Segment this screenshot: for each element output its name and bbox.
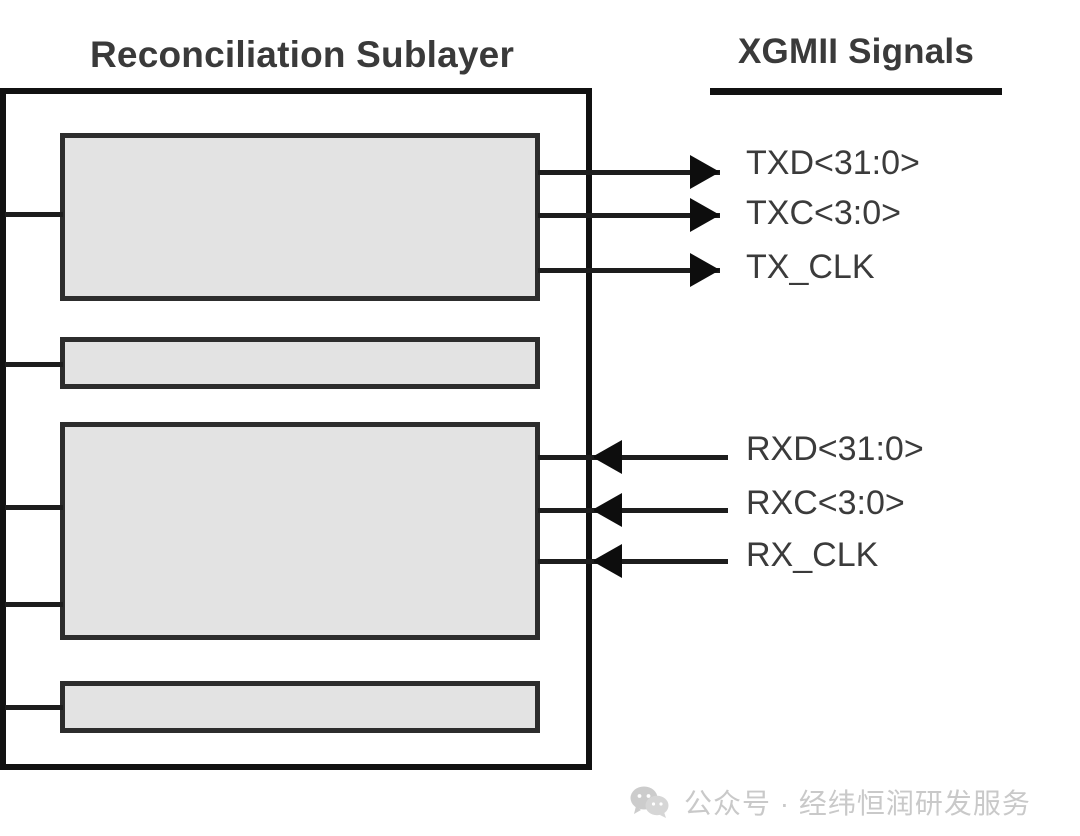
left-connector-bottom: [5, 705, 63, 710]
wechat-icon: [630, 786, 669, 818]
signal-label-txclk: TX_CLK: [746, 248, 875, 286]
reconciliation-sublayer-title: Reconciliation Sublayer: [90, 34, 515, 75]
rxc-line: [592, 508, 728, 513]
watermark: 公众号 · 经纬恒润研发服务: [630, 782, 1031, 822]
rxd-line: [592, 455, 728, 460]
mid-upper-block: [60, 337, 540, 389]
bottom-block: [60, 681, 540, 733]
xgmii-signals-title: XGMII Signals: [738, 32, 974, 71]
txd-arrowhead: [690, 155, 720, 189]
rxclk-line: [592, 559, 728, 564]
signal-label-txc: TXC<3:0>: [746, 194, 901, 232]
reconciliation-sublayer-box: [0, 88, 592, 770]
watermark-text: 公众号 · 经纬恒润研发服务: [684, 788, 1031, 819]
txclk-arrowhead: [690, 253, 720, 287]
receive-block: [60, 422, 540, 640]
signal-label-txd: TXD<31:0>: [746, 144, 920, 182]
txc-line: [538, 213, 720, 218]
rxclk-line-inner: [538, 559, 594, 564]
txc-arrowhead: [690, 198, 720, 232]
signal-label-rxclk: RX_CLK: [746, 536, 879, 574]
left-connector-transmit: [5, 212, 63, 217]
rxclk-arrowhead: [592, 544, 622, 578]
xgmii-title-underline: [710, 88, 1002, 95]
rxd-line-inner: [538, 455, 594, 460]
signal-label-rxc: RXC<3:0>: [746, 484, 905, 522]
left-connector-receive-2: [5, 602, 63, 607]
rxd-arrowhead: [592, 440, 622, 474]
transmit-block: [60, 133, 540, 301]
signal-label-rxd: RXD<31:0>: [746, 430, 924, 468]
left-connector-receive-1: [5, 505, 63, 510]
txd-line: [538, 170, 720, 175]
rxc-line-inner: [538, 508, 594, 513]
rxc-arrowhead: [592, 493, 622, 527]
left-connector-mid-upper: [5, 362, 63, 367]
txclk-line: [538, 268, 720, 273]
